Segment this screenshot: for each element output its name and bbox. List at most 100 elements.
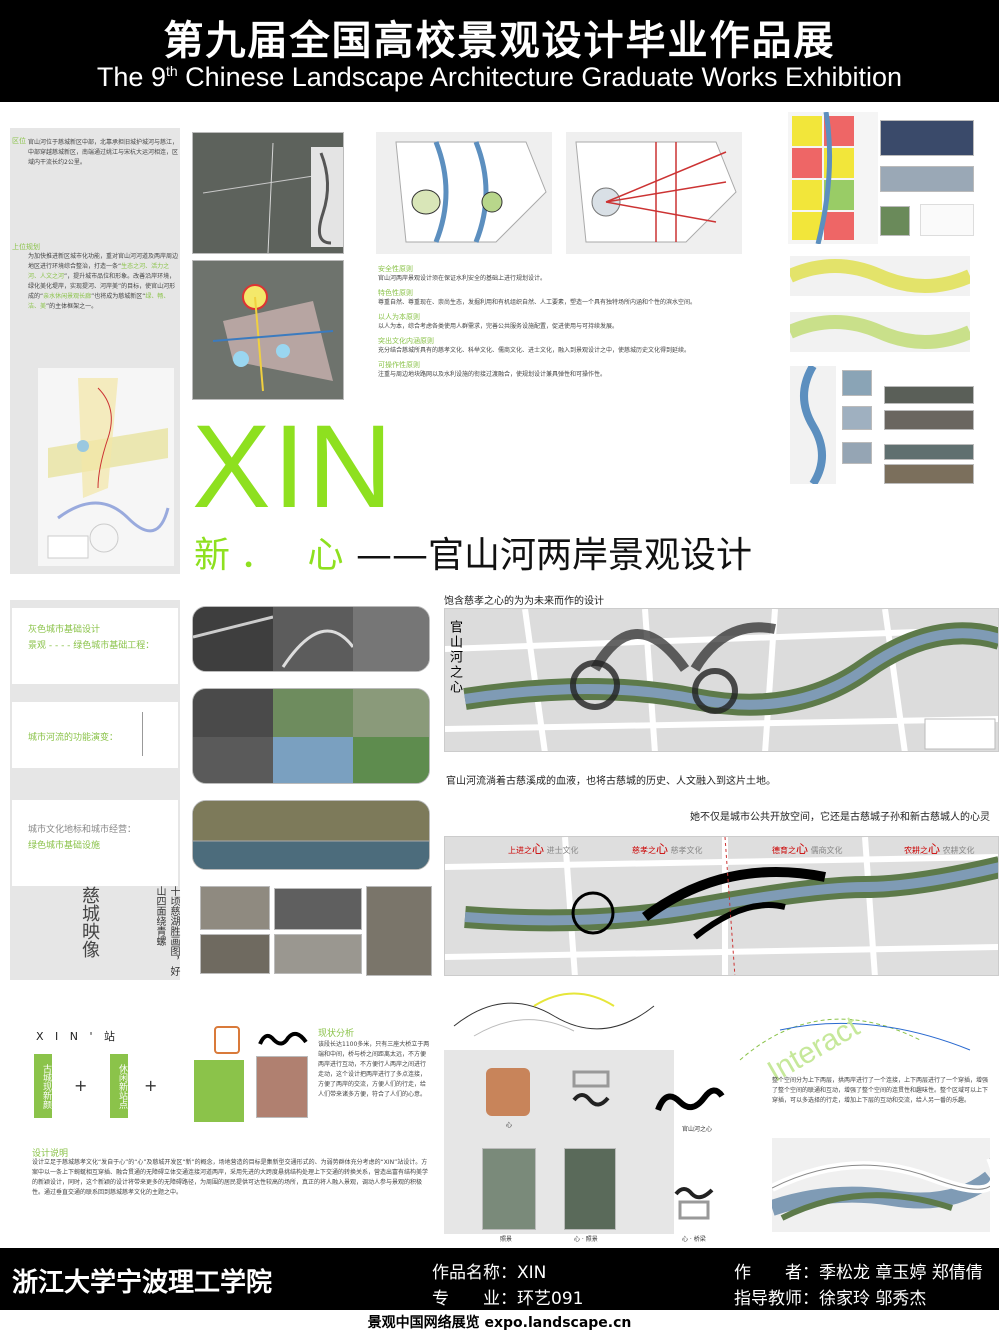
river-function-photos: [192, 688, 430, 784]
principle-3-heading: 以人为本原则: [378, 313, 420, 321]
xin-station-title: X I N ' 站: [36, 1030, 120, 1043]
swirl-icon: [256, 1028, 310, 1050]
title-chinese: 第九届全国高校景观设计毕业作品展: [163, 18, 836, 64]
stamp-icon: [486, 1068, 530, 1116]
plus-2: +: [144, 1076, 158, 1095]
landuse-legend: [920, 204, 974, 236]
principle-4-heading: 突出文化内涵原则: [378, 337, 434, 345]
status-heading: 现状分析: [318, 1029, 355, 1039]
location-map-drawing: [47, 378, 170, 559]
panel-2-arrow: [142, 712, 143, 756]
plan-heading: 上位规划: [12, 243, 40, 251]
location-map: [38, 368, 174, 566]
principle-3-text: 以人为本，综合考虑各类使用人群需求，完善公共服务设施配置，促进使用与可持续发展。: [378, 323, 619, 330]
label-xin: 心: [506, 1122, 513, 1129]
river-plan-top-drawing: [445, 609, 998, 751]
landuse-map-drawing: [792, 111, 854, 245]
zone-2-label: 慈孝之心 慈孝文化: [632, 842, 703, 856]
hero-xin: XIN: [192, 401, 395, 533]
historic-photo-1: [200, 886, 270, 930]
old-town-drawing: [193, 801, 429, 869]
panel-2-label: 城市河流的功能演变：: [28, 733, 119, 743]
concept-sketch-top-drawing: [453, 992, 655, 1037]
panel-3: 城市文化地标和城市经营： 绿色城市基础设施: [12, 800, 178, 886]
interact-sketch: [720, 1000, 990, 1072]
location-text: 官山河位于慈城新区中部，北靠承担旧城护城河与慈江，中部穿越慈城新区，南端通过姚江…: [28, 139, 179, 166]
photo-grid-5: [842, 442, 872, 464]
hero-title: ——官山河两岸景观设计: [356, 535, 753, 576]
photo-small: [880, 206, 910, 236]
concept-evolution-panel: [444, 1050, 674, 1234]
river-plan-zones: [444, 836, 999, 976]
bridge-render: [769, 1138, 999, 1232]
landuse-map: [788, 111, 878, 245]
river-strip-1-drawing: [787, 259, 973, 293]
xin-character-icon: [214, 1026, 240, 1054]
plan-text: 为加快推进新区城市化功能，重对官山河河道及两岸周边地区进行环境综合整治，打造一条…: [28, 253, 179, 310]
left-info-column: 区位 官山河位于慈城新区中部，北靠承担旧城护城河与慈江，中部穿越慈城新区，南端通…: [10, 128, 180, 574]
plus-1: +: [74, 1076, 88, 1095]
river-strip-1: [787, 256, 973, 296]
river-strip-vertical: [790, 363, 836, 487]
calligraphy-right: 十顷慈湖胜画图，好山四面绕青螺: [154, 886, 179, 976]
interact-sketch-drawing: [739, 1018, 971, 1061]
panel-3-line2: 绿色城市基础设施: [28, 841, 101, 851]
exhibition-footer-link: 景观中国网络展览 expo.landscape.cn: [367, 1315, 632, 1331]
heart-label: 官山河之心: [682, 1126, 713, 1133]
river-caption-top: 饱含慈孝之心的为为未来而作的设计: [444, 596, 604, 607]
historic-photos: [200, 884, 436, 980]
river-vertical-drawing: [800, 363, 826, 487]
structure-plan-1-drawing: [395, 141, 547, 243]
building-photo-1: [482, 1148, 536, 1230]
swirl-large-icon: [652, 1080, 726, 1120]
old-town-photo: [192, 800, 430, 870]
portrait-photos: [256, 1056, 308, 1118]
principle-2-heading: 特色性原则: [378, 289, 413, 297]
river-function-drawing: [193, 689, 429, 783]
photo-grid-7: [884, 464, 974, 484]
calligraphy-left: 慈城映像: [79, 886, 100, 958]
photo-grid-4: [884, 410, 974, 430]
panel-1-line2: 景观 - - - - 绿色城市基础工程：: [28, 641, 155, 651]
principles-block: 安全性原则 官山河两岸景观设计须在保证水利安全的基础上进行规划设计。 特色性原则…: [378, 264, 748, 380]
photo-grid-1: [842, 370, 872, 396]
aerial-plan-drawing: [193, 261, 343, 399]
location-heading: 区位: [12, 137, 26, 145]
panel-3-line1: 城市文化地标和城市经营：: [28, 825, 137, 835]
aerial-photo-plan: [192, 260, 344, 400]
principle-5-heading: 可操作性原则: [378, 361, 420, 369]
aerial-photo-drawing: [193, 133, 343, 253]
label-qiaoliang: 心 · 桥梁: [682, 1236, 706, 1243]
river-strip-2: [787, 312, 973, 352]
aerial-photo-top: [192, 132, 344, 254]
swirl-large-drawing: [655, 1087, 725, 1112]
panel-2: 城市河流的功能演变：: [12, 702, 178, 768]
title-english: The 9th Chinese Landscape Architecture G…: [96, 62, 903, 92]
seal-bottom-drawing: [674, 1187, 714, 1220]
panel-1-line1: 灰色城市基础设计: [28, 625, 101, 635]
photo-strip: [880, 166, 974, 192]
seal-xin-icon: [568, 1068, 614, 1114]
authors: 作 者：季松龙 章玉婷 郑倩倩: [734, 1263, 983, 1283]
photo-grid-6: [884, 444, 974, 460]
principle-2-text: 尊重自然、尊重现在、崇尚生态，发掘利用和有机组织自然、人工要素，塑造一个具有独特…: [378, 299, 697, 306]
structure-plan-2-drawing: [575, 141, 737, 243]
principle-4-text: 充分结合慈城所具有的慈孝文化、科举文化、儒商文化、进士文化，融入到景观设计之中，…: [378, 347, 691, 354]
seal-bottom-icon: [672, 1180, 716, 1224]
historic-photo-3: [200, 934, 270, 974]
interact-text: 整个空间分为上下两层，拱两岸进行了一个连接，上下两层进行了一个穿插，增强了整个空…: [772, 1077, 989, 1104]
school-name: 浙江大学宁波理工学院: [12, 1268, 273, 1298]
historic-photo-2: [274, 888, 362, 930]
infrastructure-drawing: [193, 607, 429, 671]
seal-xin-drawing: [572, 1070, 610, 1107]
river-caption-mid: 官山河流淌着古慈溪成的血液，也将古慈城的历史、人文融入到这片土地。: [446, 776, 776, 787]
zone-1-label: 上进之心 进士文化: [508, 842, 579, 856]
advisors: 指导教师：徐家玲 邬秀杰: [734, 1289, 927, 1309]
concept-sketch-top: [444, 986, 664, 1046]
river-caption-right: 她不仅是城市公共开放空间，它还是古慈城子孙和新古慈城人的心灵: [690, 812, 990, 823]
hero-subtitle: 新． 心: [194, 535, 354, 576]
photo-grid-2: [884, 386, 974, 404]
river-plan-zones-drawing: [445, 837, 998, 975]
zone-3-label: 德育之心 儒商文化: [772, 842, 843, 856]
label-photo: 照景: [500, 1236, 513, 1243]
